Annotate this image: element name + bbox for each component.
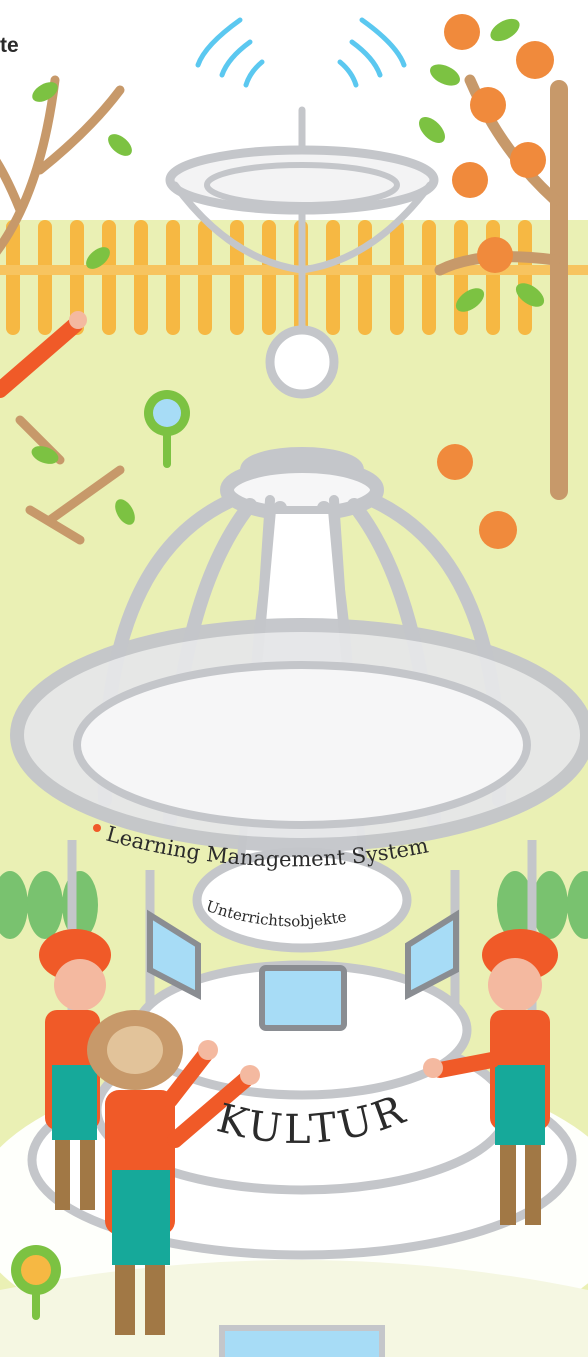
worker-hand-left [69, 311, 87, 329]
label-bullet [93, 824, 101, 832]
water-channel [219, 1325, 385, 1357]
worker-right [423, 929, 558, 1225]
orange-tree-icon [419, 14, 568, 549]
hedge-right [497, 871, 588, 939]
worker-left [39, 929, 111, 1210]
hedge-left [0, 871, 98, 939]
wifi-signal-icon [195, 17, 407, 88]
location-pin-icon [144, 390, 190, 468]
leaves-left [31, 82, 135, 525]
location-pin-icon [11, 1245, 61, 1320]
ring-inner [73, 661, 531, 829]
worker-arm-left [0, 317, 83, 398]
screens [147, 909, 459, 1031]
tower-antenna [165, 106, 439, 399]
worker-hat [87, 1010, 260, 1335]
page-title-fragment: te [0, 34, 19, 57]
branch-tree-icon [0, 75, 125, 545]
